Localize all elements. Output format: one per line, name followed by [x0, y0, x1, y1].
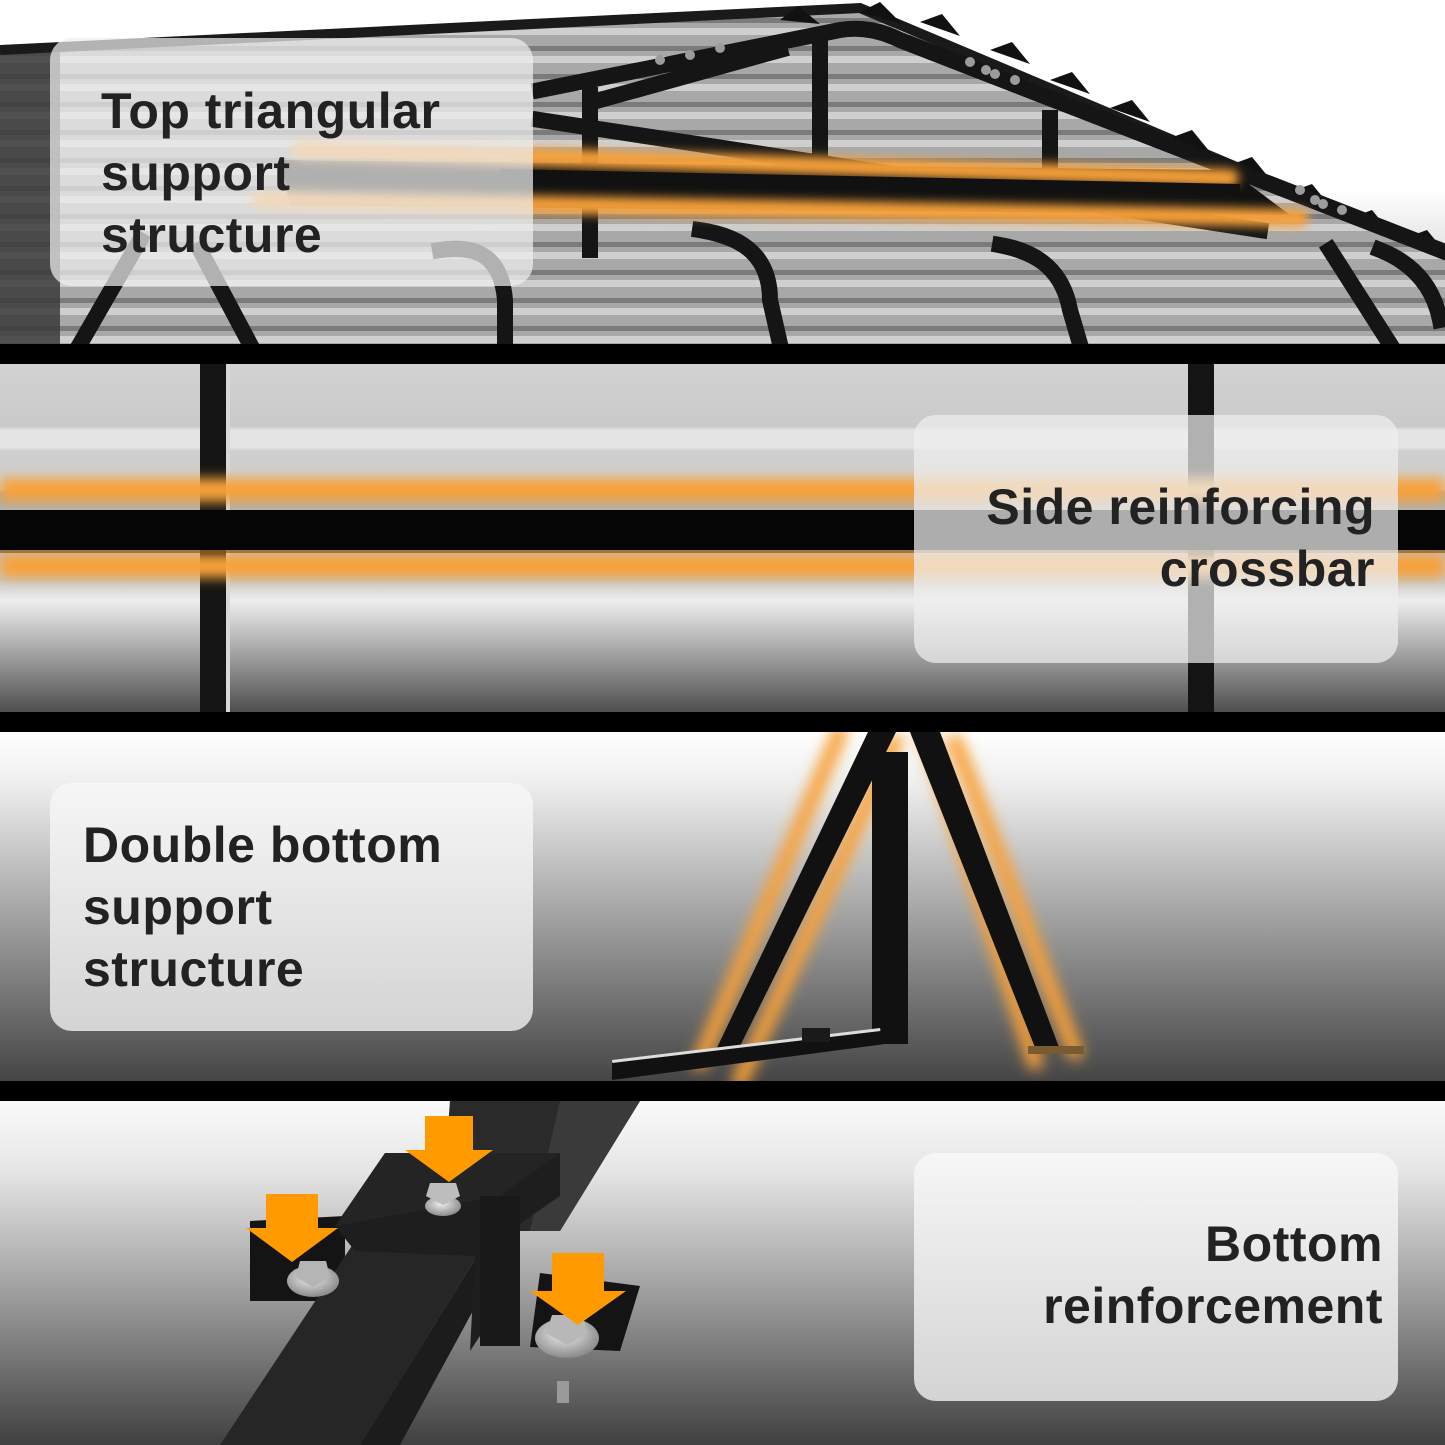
label-side-crossbar: Side reinforcing crossbar [986, 479, 1375, 597]
panel-divider [0, 712, 1445, 732]
panel-divider [0, 1081, 1445, 1101]
arrow-down-icon [530, 1253, 626, 1325]
arrow-down-icon [405, 1116, 493, 1182]
panel-top-triangular: Top triangular support structure [0, 0, 1445, 344]
label-top-triangular: Top triangular support structure [101, 83, 441, 263]
panel-bottom-reinforcement: Bottom reinforcement [0, 1101, 1445, 1445]
panel-side-crossbar: Side reinforcing crossbar [0, 364, 1445, 712]
arrow-down-icon [246, 1194, 338, 1262]
bolt-left [287, 1261, 339, 1297]
bolt-top [425, 1183, 461, 1216]
highlight-brace-left-outer [692, 732, 848, 1070]
label-box-top-triangular [50, 38, 533, 286]
label-box-bottom-reinforcement [914, 1153, 1398, 1401]
label-bottom-reinforcement: Bottom reinforcement [1043, 1216, 1383, 1334]
steel-beam-lower [220, 1241, 480, 1445]
vertical-leg [872, 752, 908, 1044]
base-rail [612, 1030, 900, 1080]
diagonal-brace-right [910, 732, 1060, 1050]
label-box-double-bottom [50, 783, 533, 1031]
panel-double-bottom: Double bottom support structure [0, 732, 1445, 1081]
diagonal-brace-left [714, 732, 896, 1054]
label-double-bottom: Double bottom support structure [83, 817, 443, 997]
highlight-brace-right-outer [947, 734, 1083, 1060]
highlight-brace-left-inner [732, 734, 903, 1081]
panel-divider [0, 344, 1445, 364]
label-box-side-crossbar [914, 415, 1398, 663]
rail-clamp [802, 1028, 830, 1042]
